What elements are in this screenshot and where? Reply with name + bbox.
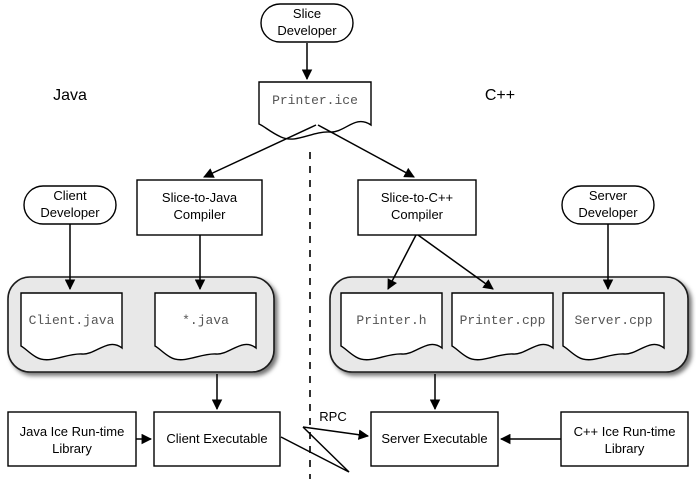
client-executable-shape: [153, 411, 281, 467]
server-developer-shape: [561, 185, 655, 225]
arrow-printer-ice-to-java-compiler: [203, 124, 317, 178]
printer-ice-shape: [258, 81, 372, 140]
slice-to-java-compiler-shape: [136, 179, 263, 236]
slice-developer-shape: [260, 3, 354, 43]
client-java-shape: [20, 292, 123, 361]
rpc-link-zigzag: [280, 426, 350, 473]
java-ice-runtime-shape: [7, 411, 137, 467]
arrow-rpc-to-server-executable: [302, 426, 370, 440]
cpp-ice-runtime-shape: [560, 411, 689, 467]
server-executable-shape: [370, 411, 499, 467]
star-java-shape: [154, 292, 257, 361]
printer-h-shape: [340, 292, 443, 361]
arrow-cpp-compiler-to-printer-h: [387, 234, 417, 290]
slice-to-cpp-compiler-shape: [357, 179, 477, 236]
arrow-cpp-compiler-to-printer-cpp: [417, 234, 494, 290]
client-developer-shape: [23, 185, 117, 225]
server-cpp-shape: [562, 292, 665, 361]
printer-cpp-shape: [451, 292, 554, 361]
arrow-printer-ice-to-cpp-compiler: [317, 124, 415, 178]
